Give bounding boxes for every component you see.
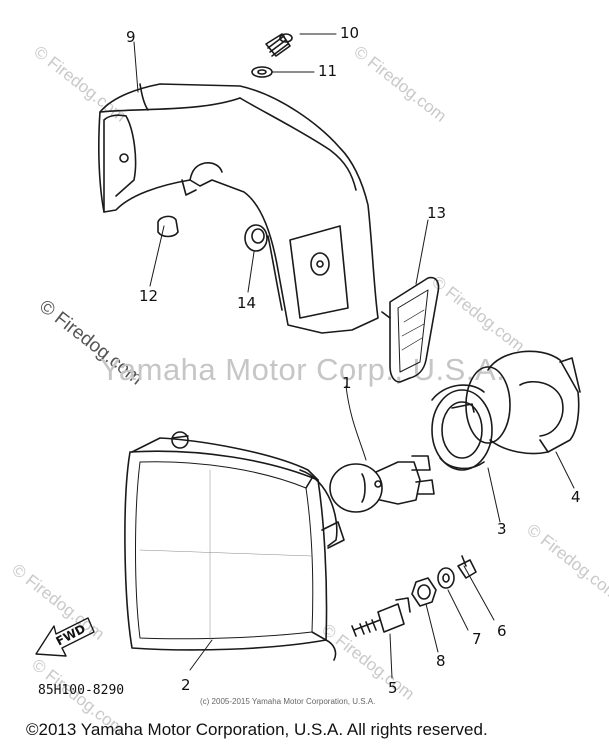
callout-12: 12 bbox=[139, 287, 159, 305]
forward-arrow bbox=[35, 617, 95, 657]
callout-6: 6 bbox=[497, 622, 507, 640]
callout-3: 3 bbox=[497, 520, 507, 538]
small-copyright: (c) 2005-2015 Yamaha Motor Corporation, … bbox=[200, 697, 376, 706]
leader-lines bbox=[133, 33, 575, 679]
callout-11: 11 bbox=[318, 62, 338, 80]
callout-9: 9 bbox=[126, 28, 136, 46]
headlight-unit bbox=[124, 431, 345, 661]
callout-10: 10 bbox=[340, 24, 360, 42]
spring-washer bbox=[437, 567, 455, 589]
callout-14: 14 bbox=[237, 294, 257, 312]
grommet-12 bbox=[157, 215, 179, 238]
watermark-center: Yamaha Motor Corp., U.S.A. bbox=[100, 352, 506, 387]
bulb bbox=[329, 455, 435, 513]
clip bbox=[457, 555, 477, 579]
reflector bbox=[381, 276, 440, 383]
callout-7: 7 bbox=[472, 630, 482, 648]
callout-8: 8 bbox=[436, 652, 446, 670]
bulb-cover bbox=[465, 350, 581, 455]
adjuster-screw bbox=[351, 597, 411, 637]
nut bbox=[411, 577, 437, 607]
callout-5: 5 bbox=[388, 679, 398, 697]
drawing-number: 85H100-8290 bbox=[38, 683, 125, 698]
callout-2: 2 bbox=[181, 676, 191, 694]
callout-4: 4 bbox=[571, 488, 581, 506]
housing-cover bbox=[98, 83, 379, 334]
washer bbox=[251, 66, 273, 78]
callout-1: 1 bbox=[342, 374, 352, 392]
copyright-notice: ©2013 Yamaha Motor Corporation, U.S.A. A… bbox=[26, 720, 488, 739]
callout-13: 13 bbox=[427, 204, 447, 222]
grommet-14 bbox=[244, 224, 268, 252]
bulb-socket bbox=[431, 384, 493, 471]
screw bbox=[265, 33, 293, 57]
